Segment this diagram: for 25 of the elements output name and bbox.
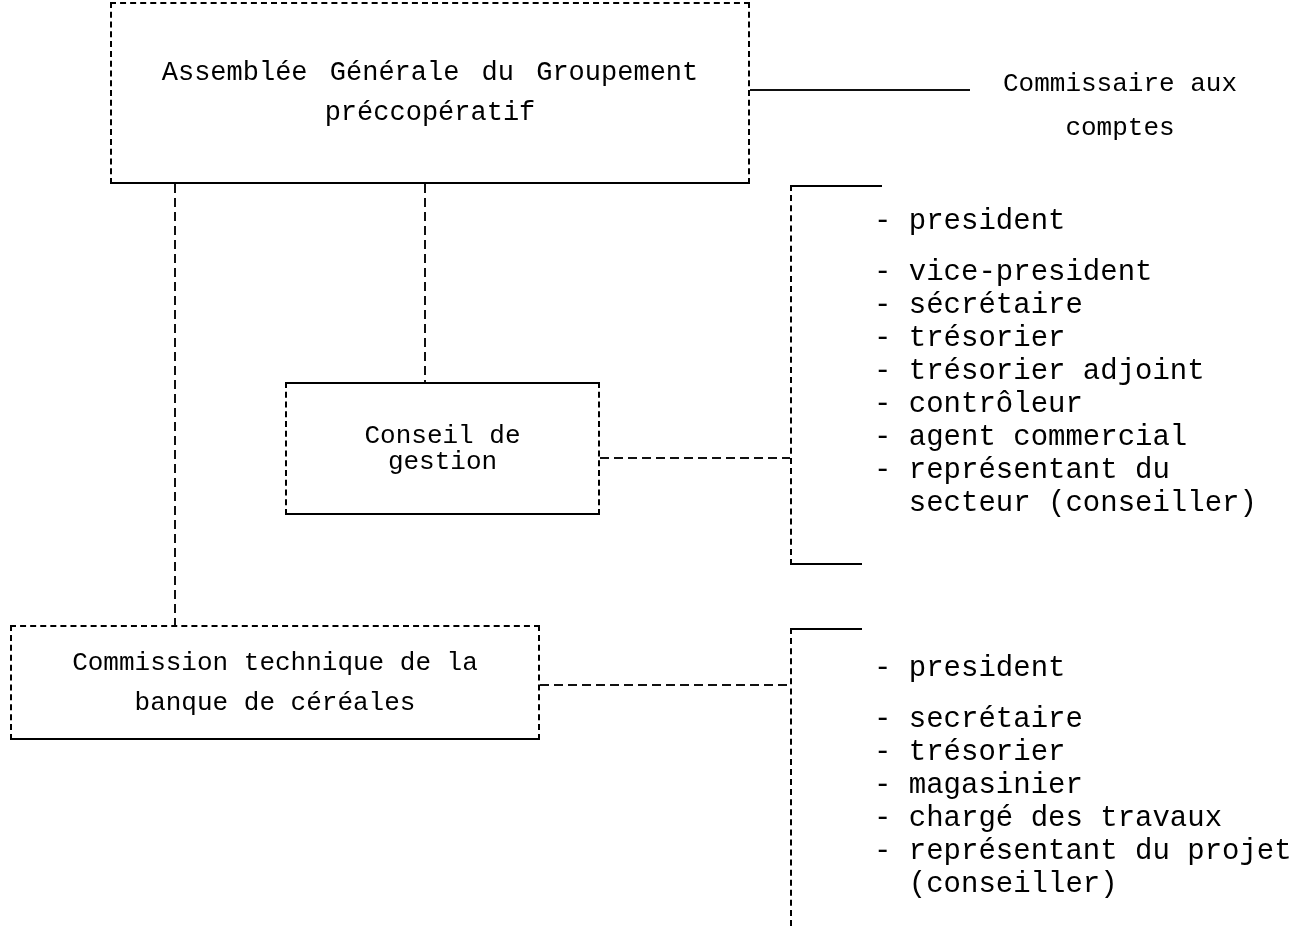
- member-role: - trésorier adjoint: [874, 355, 1206, 388]
- connector-line: [749, 89, 971, 91]
- member-role: - représentant du projet (conseiller): [874, 835, 1293, 901]
- organ-box: [285, 382, 600, 515]
- member-role: - secrétaire: [874, 703, 1084, 736]
- member-role: - trésorier: [874, 322, 1067, 355]
- member-role: - president: [874, 652, 1067, 685]
- box-title: Assemblée Générale du Groupement préccopératif: [160, 57, 700, 130]
- dashed-connector: [424, 183, 426, 383]
- dashed-connector: [174, 183, 176, 626]
- member-role: - agent commercial: [874, 421, 1189, 454]
- organ-box: [10, 625, 540, 740]
- member-role: - trésorier: [874, 736, 1067, 769]
- member-role: - sécrétaire: [874, 289, 1084, 322]
- organ-box: [110, 2, 750, 184]
- box-title: Conseil de gestion: [363, 422, 522, 475]
- member-role: - représentant du secteur (conseiller): [874, 454, 1258, 520]
- member-role: - vice-president: [874, 256, 1154, 289]
- member-role: - magasinier: [874, 769, 1084, 802]
- auditor-label: Commissaire aux comptes: [1001, 68, 1238, 145]
- member-role: - chargé des travaux: [874, 802, 1224, 835]
- dashed-connector: [599, 457, 791, 459]
- member-role: - president: [874, 205, 1067, 238]
- box-title: Commission technique de la banque de céréales: [71, 646, 479, 720]
- member-role: - contrôleur: [874, 388, 1084, 421]
